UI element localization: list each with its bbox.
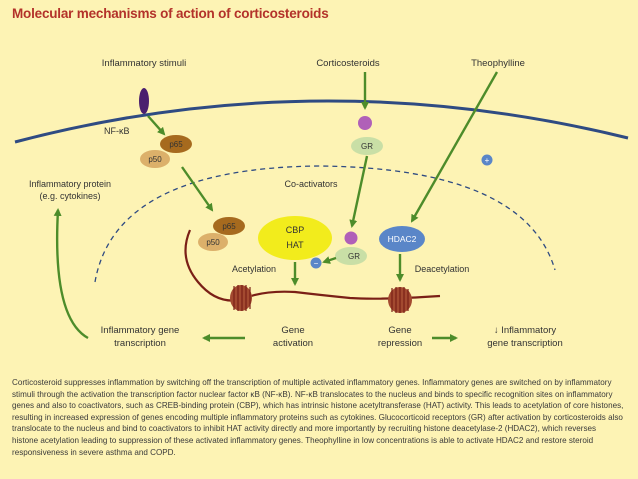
hdac2-label: HDAC2 bbox=[388, 234, 417, 244]
gene-activation-sublabel: activation bbox=[273, 338, 313, 349]
gr-nucleus-label: GR bbox=[348, 252, 360, 261]
diagram-title: Molecular mechanisms of action of cortic… bbox=[12, 6, 329, 21]
arrow-nfkb-to-nucleus bbox=[181, 166, 214, 212]
histone-left bbox=[230, 285, 252, 311]
cell-membrane bbox=[14, 99, 629, 144]
gr-cytoplasm bbox=[351, 137, 383, 155]
p65-cytoplasm-label: p65 bbox=[169, 140, 183, 149]
arrow-transcription-to-protein bbox=[53, 208, 89, 340]
gene-repression-sublabel: repression bbox=[378, 338, 422, 349]
reduced-transcription-label: ↓ Inflammatory bbox=[494, 325, 557, 336]
corticosteroid-nucleus bbox=[344, 231, 358, 245]
cbp-label: CBP bbox=[286, 225, 305, 235]
activation-plus-sign: + bbox=[485, 156, 490, 165]
inflammatory-protein-sublabel: (e.g. cytokines) bbox=[39, 191, 100, 201]
inhibition-minus-badge bbox=[310, 257, 322, 269]
dna-strand bbox=[184, 229, 441, 302]
gr-nucleus bbox=[335, 247, 367, 265]
inflammatory-protein-label: Inflammatory protein bbox=[29, 179, 111, 189]
hat-label: HAT bbox=[286, 240, 304, 250]
histone-right bbox=[388, 287, 412, 313]
inflammatory-gene-transcription-sublabel: transcription bbox=[114, 338, 166, 349]
gene-repression-label: Gene bbox=[388, 325, 411, 336]
figure-caption: Corticosteroid suppresses inflammation b… bbox=[12, 378, 624, 457]
corticosteroids-label: Corticosteroids bbox=[316, 58, 380, 69]
inflammatory-stimuli-label: Inflammatory stimuli bbox=[102, 58, 186, 69]
arrow-theophylline-to-hdac2 bbox=[410, 71, 499, 223]
corticosteroid-mechanism-diagram: Inflammatory stimuli Corticosteroids The… bbox=[14, 58, 629, 349]
activation-plus-badge bbox=[481, 154, 493, 166]
arrow-gr-to-nucleus bbox=[349, 155, 369, 228]
acetylation-label: Acetylation bbox=[232, 264, 276, 274]
nuclear-envelope bbox=[94, 165, 556, 283]
membrane-receptor bbox=[139, 88, 149, 114]
corticosteroid-molecule bbox=[358, 116, 372, 130]
arrow-receptor-to-nfkb bbox=[147, 115, 166, 136]
inflammatory-gene-transcription-label: Inflammatory gene bbox=[101, 325, 180, 336]
nfkb-label: NF-κB bbox=[104, 126, 130, 136]
p65-cytoplasm bbox=[160, 135, 192, 153]
p65-nucleus bbox=[213, 217, 245, 235]
hdac2-enzyme bbox=[379, 226, 425, 252]
p50-cytoplasm-label: p50 bbox=[148, 155, 162, 164]
deacetylation-label: Deacetylation bbox=[415, 264, 470, 274]
p65-nucleus-label: p65 bbox=[222, 222, 236, 231]
inhibition-minus-sign: − bbox=[314, 259, 319, 268]
cbp-hat-complex bbox=[258, 216, 332, 260]
theophylline-label: Theophylline bbox=[471, 58, 525, 69]
coactivators-label: Co-activators bbox=[284, 179, 338, 189]
p50-cytoplasm bbox=[140, 150, 170, 168]
gr-cytoplasm-label: GR bbox=[361, 142, 373, 151]
gene-activation-label: Gene bbox=[281, 325, 304, 336]
p50-nucleus bbox=[198, 233, 228, 251]
p50-nucleus-label: p50 bbox=[206, 238, 220, 247]
arrow-gr-inhibits-hat bbox=[322, 256, 337, 264]
reduced-transcription-sublabel: gene transcription bbox=[487, 338, 563, 349]
